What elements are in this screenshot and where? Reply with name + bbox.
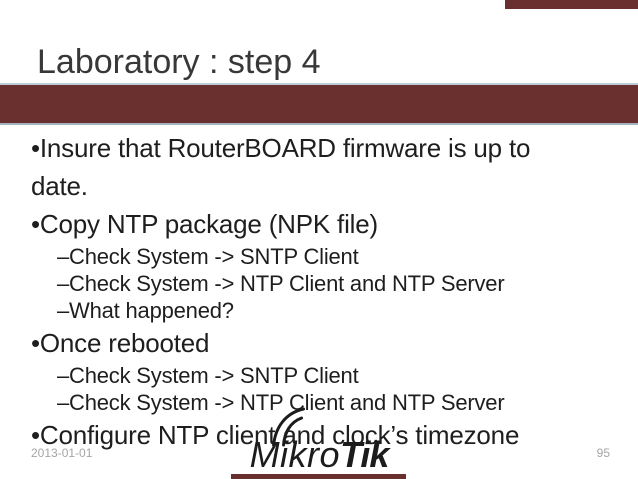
bullet-line: –What happened? bbox=[57, 298, 234, 323]
bullet-line: –Check System -> NTP Client and NTP Serv… bbox=[57, 271, 505, 296]
bullet-line: –Check System -> NTP Client and NTP Serv… bbox=[57, 390, 505, 415]
bullet-line: –Check System -> SNTP Client bbox=[57, 244, 359, 269]
bullet-line: •Once rebooted bbox=[31, 328, 210, 358]
slide-title: Laboratory : step 4 bbox=[37, 43, 321, 81]
bullet-line: •Copy NTP package (NPK file) bbox=[31, 209, 378, 239]
logo-text-tik: Tik bbox=[340, 434, 389, 475]
bullet-line: –Check System -> SNTP Client bbox=[57, 363, 359, 388]
mikrotik-logo: MikroTik bbox=[249, 407, 390, 475]
logo-text-mikro: Mikro bbox=[249, 434, 341, 475]
bullet-line: date. bbox=[31, 171, 88, 201]
footer-page-number: 95 bbox=[596, 446, 610, 460]
logo-accent-underline bbox=[231, 474, 406, 479]
logo-text: MikroTik bbox=[249, 434, 390, 475]
bullet-list: •Insure that RouterBOARD firmware is up … bbox=[31, 129, 630, 454]
title-accent-band bbox=[0, 83, 638, 125]
bullet-line: •Insure that RouterBOARD firmware is up … bbox=[31, 133, 531, 163]
footer-date: 2013-01-01 bbox=[31, 446, 93, 460]
top-right-accent-bar bbox=[505, 0, 638, 9]
